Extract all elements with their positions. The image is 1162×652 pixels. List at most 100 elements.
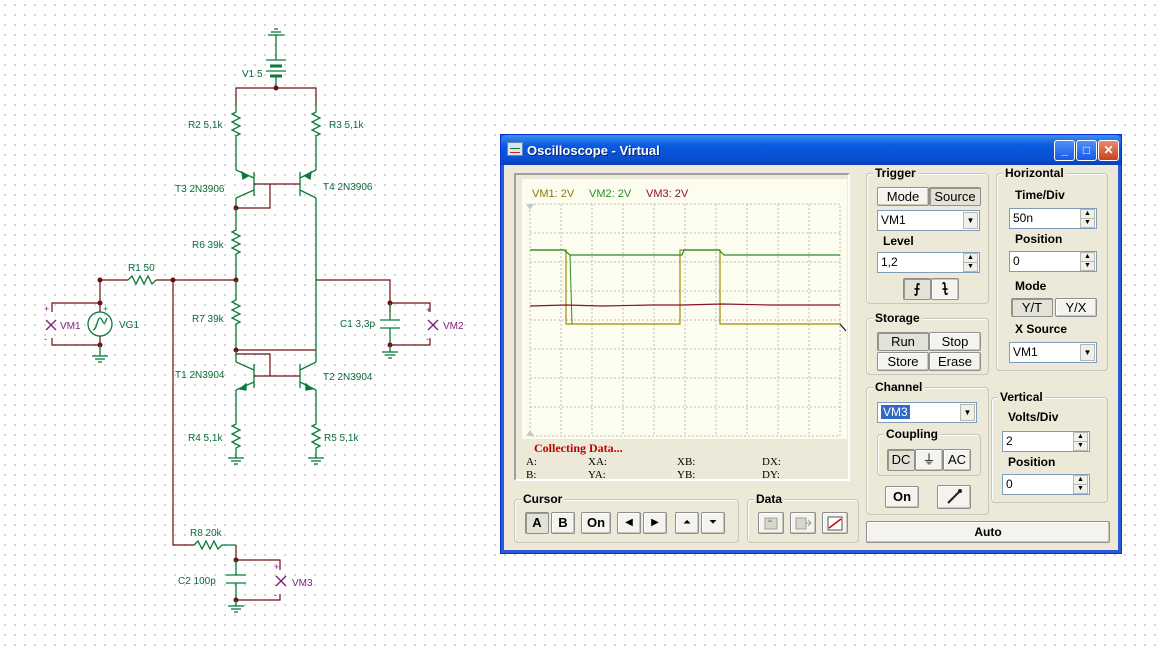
cursor-yb-readout: YB: — [677, 469, 696, 481]
probe-color-icon[interactable] — [937, 485, 971, 509]
cursor-b-button[interactable]: B — [551, 512, 575, 534]
v1-top-ground — [268, 28, 284, 44]
scope-grid — [529, 203, 841, 437]
coupling-dc-button[interactable]: DC — [887, 449, 915, 471]
trigger-level-input[interactable]: 1,2 ▲ ▼ — [877, 252, 980, 273]
t2-label: T2 2N3904 — [323, 372, 373, 383]
data-graph-icon[interactable] — [822, 512, 848, 534]
spin-down-icon[interactable]: ▼ — [963, 262, 978, 272]
auto-button[interactable]: Auto — [866, 521, 1110, 543]
t3-transistor[interactable] — [235, 145, 255, 208]
mode-yt-button[interactable]: Y/T — [1011, 298, 1053, 317]
storage-erase-button[interactable]: Erase — [929, 352, 981, 371]
cursor-down-button[interactable]: ⏷ — [701, 512, 725, 534]
vm2-meter[interactable]: + - — [426, 305, 439, 344]
vm3-scale-label: VM3: 2V — [646, 188, 689, 200]
chevron-down-icon[interactable]: ▼ — [963, 212, 978, 229]
minimize-button[interactable]: _ — [1054, 140, 1075, 161]
scope-screen[interactable]: VM1: 2V VM2: 2V VM3: 2V — [522, 179, 847, 439]
data-load-icon[interactable] — [758, 512, 784, 534]
storage-run-button[interactable]: Run — [877, 332, 929, 351]
cursor-left-button[interactable]: ◀ — [617, 512, 641, 534]
trigger-source-button[interactable]: Source — [929, 187, 981, 206]
horizontal-position-input[interactable]: 0 ▲ ▼ — [1009, 251, 1097, 272]
c1-ground — [382, 345, 398, 359]
vm3-trace — [529, 303, 840, 307]
vm3-meter[interactable]: + - — [274, 562, 287, 600]
scope-display-frame: VM1: 2V VM2: 2V VM3: 2V — [514, 173, 850, 481]
title-bar[interactable]: Oscilloscope - Virtual _ □ ✕ — [501, 135, 1121, 165]
cursor-a-button[interactable]: A — [525, 512, 549, 534]
r6-resistor[interactable] — [230, 208, 242, 280]
trigger-marker-icon — [526, 204, 534, 210]
trigger-source-select[interactable]: VM1 ▼ — [877, 210, 980, 231]
spin-down-icon[interactable]: ▼ — [1073, 484, 1088, 494]
r8-resistor[interactable] — [193, 539, 236, 551]
volts-div-input[interactable]: 2 ▲ ▼ — [1002, 431, 1090, 452]
channel-on-button[interactable]: On — [885, 486, 919, 508]
x-source-value: VM1 — [1013, 345, 1038, 359]
cursor-on-button[interactable]: On — [581, 512, 611, 534]
r4-resistor[interactable] — [228, 410, 244, 465]
spin-down-icon[interactable]: ▼ — [1073, 441, 1088, 451]
window-title: Oscilloscope - Virtual — [527, 143, 660, 158]
trigger-level-value: 1,2 — [881, 255, 898, 269]
circuit-schematic: V1 5 R2 5,1k R3 5,1k T3 2N3906 T4 2N3906… — [44, 28, 464, 613]
storage-store-button[interactable]: Store — [877, 352, 929, 371]
c1-capacitor[interactable] — [380, 303, 400, 345]
junction-dot — [97, 300, 103, 306]
t2-transistor[interactable] — [299, 280, 317, 410]
vm1-meter[interactable]: + - — [44, 304, 57, 344]
r4-label: R4 5,1k — [188, 433, 223, 444]
r3-resistor[interactable] — [310, 105, 322, 145]
t1-transistor[interactable] — [235, 350, 255, 410]
time-div-value: 50n — [1013, 211, 1034, 225]
close-button[interactable]: ✕ — [1098, 140, 1119, 161]
storage-group: Storage Run Stop Store Erase — [866, 311, 989, 375]
v1-label: V1 5 — [242, 69, 263, 80]
coupling-group: Coupling DC ⏚ AC — [877, 427, 981, 476]
t4-transistor[interactable] — [299, 145, 317, 280]
c2-capacitor[interactable] — [226, 560, 246, 600]
r5-resistor[interactable] — [308, 410, 324, 465]
spin-down-icon[interactable]: ▼ — [1080, 218, 1095, 228]
chevron-down-icon[interactable]: ▼ — [1080, 344, 1095, 361]
storage-stop-button[interactable]: Stop — [929, 332, 981, 351]
trigger-source-value: VM1 — [881, 213, 906, 227]
chevron-down-icon[interactable]: ▼ — [960, 404, 975, 421]
horizontal-mode-label: Mode — [1015, 279, 1047, 293]
vm2-trace-fall — [569, 254, 573, 325]
vm2-scale-label: VM2: 2V — [589, 188, 632, 200]
vm1-trace — [530, 249, 840, 325]
channel-select[interactable]: VM3 ▼ — [877, 402, 977, 423]
r2-resistor[interactable] — [230, 105, 242, 145]
cursor-right-button[interactable]: ▶ — [643, 512, 667, 534]
trigger-rising-edge-button[interactable]: ⨍ — [903, 278, 931, 300]
mode-yx-button[interactable]: Y/X — [1055, 298, 1097, 317]
maximize-button[interactable]: □ — [1076, 140, 1097, 161]
data-export-icon[interactable] — [790, 512, 816, 534]
output-wire — [316, 279, 391, 312]
waveform-display: VM1: 2V VM2: 2V VM3: 2V — [526, 188, 847, 437]
vm2-plus-wire — [390, 302, 431, 312]
trigger-falling-edge-button[interactable]: ⨍ — [931, 278, 959, 300]
volts-div-value: 2 — [1006, 434, 1013, 448]
coupling-ac-button[interactable]: AC — [943, 449, 971, 471]
time-div-input[interactable]: 50n ▲ ▼ — [1009, 208, 1097, 229]
v1-battery[interactable] — [266, 44, 286, 88]
vm1-plus-wire — [51, 302, 100, 312]
c2-label: C2 100p — [178, 576, 216, 587]
junction-dot — [273, 85, 279, 91]
coupling-ground-button[interactable]: ⏚ — [915, 449, 943, 471]
vertical-position-input[interactable]: 0 ▲ ▼ — [1002, 474, 1090, 495]
cursor-up-button[interactable]: ⏶ — [675, 512, 699, 534]
data-group: Data — [747, 492, 859, 543]
spin-down-icon[interactable]: ▼ — [1080, 261, 1095, 271]
r7-resistor[interactable] — [230, 280, 242, 350]
vm3-plus-wire — [236, 559, 281, 570]
r1-resistor[interactable] — [127, 274, 157, 286]
ground-marker-icon — [839, 323, 847, 332]
vm3-minus-wire — [236, 594, 281, 601]
trigger-mode-button[interactable]: Mode — [877, 187, 929, 206]
x-source-select[interactable]: VM1 ▼ — [1009, 342, 1097, 363]
